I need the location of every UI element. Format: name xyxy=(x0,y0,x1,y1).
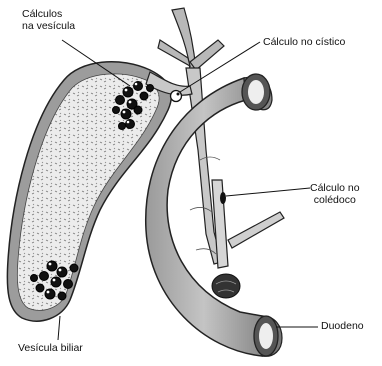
label-gallbladder-stones-line1: Cálculos xyxy=(22,8,75,20)
label-common-bile-duct-stone: Cálculo no colédoco xyxy=(310,182,360,206)
common-bile-duct xyxy=(212,180,284,298)
pancreatic-duct xyxy=(228,212,284,248)
label-gallbladder-stones-line2: na vesícula xyxy=(22,20,75,32)
label-gallbladder-stones: Cálculos na vesícula xyxy=(22,8,75,32)
ampulla xyxy=(212,274,240,298)
label-cbd-line1: Cálculo no xyxy=(310,182,360,194)
label-cystic-duct-stone: Cálculo no cístico xyxy=(263,36,345,48)
cystic-duct-stone xyxy=(171,91,182,102)
label-gallbladder: Vesícula biliar xyxy=(18,342,83,354)
leader-line-cbd-stone xyxy=(226,188,310,196)
leader-line-gallbladder xyxy=(58,316,60,340)
common-bile-duct-stone xyxy=(220,192,226,204)
label-cbd-line2: colédoco xyxy=(310,194,360,206)
label-duodenum: Duodeno xyxy=(321,320,364,332)
